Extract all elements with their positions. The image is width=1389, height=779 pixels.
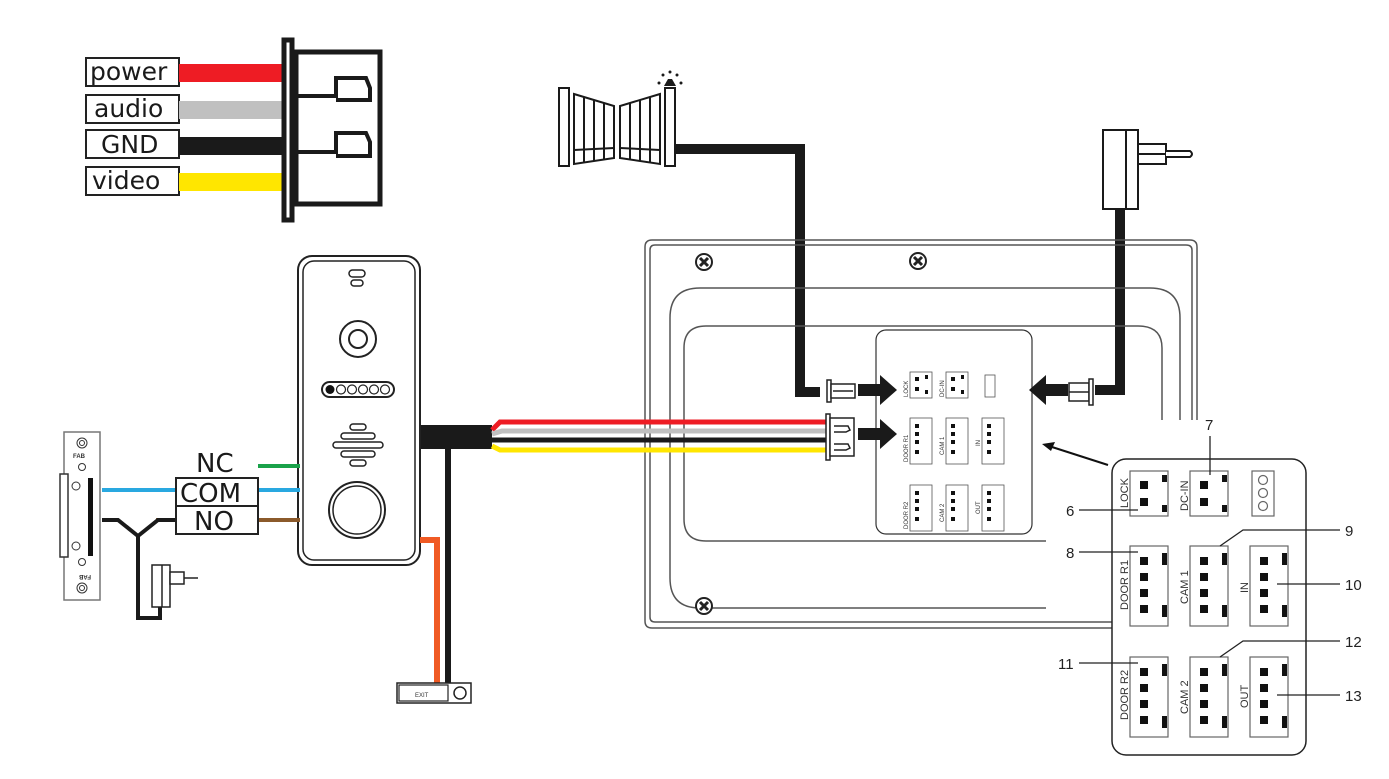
cable-sheath xyxy=(416,425,492,449)
exit-wire xyxy=(420,537,440,688)
legend-row-video: video xyxy=(85,166,282,196)
speaker-grille-icon xyxy=(332,423,384,467)
small-label-door-r1: DOOR R1 xyxy=(904,434,910,462)
pins-cam1 xyxy=(1200,553,1227,617)
pins-cam2 xyxy=(1200,664,1227,728)
detail-label-door-r1: DOOR R1 xyxy=(1119,560,1131,610)
callout-13: 13 xyxy=(1345,688,1362,705)
legend-label-box xyxy=(85,57,180,87)
wire-power xyxy=(179,64,282,82)
connector-door-r2 xyxy=(1129,656,1169,738)
small-label-cam1: CAM 1 xyxy=(940,436,946,455)
gate-icon xyxy=(558,87,676,167)
connector-door-r1 xyxy=(1129,545,1169,627)
callout-12: 12 xyxy=(1345,634,1362,651)
arrow-right-icon xyxy=(858,419,897,449)
gate-cable xyxy=(676,144,820,397)
legend-row-gnd: GND xyxy=(85,129,282,159)
plug-4pin-icon xyxy=(825,413,855,461)
small-label-door-r2: DOOR R2 xyxy=(904,501,910,529)
detail-label-lock: LOCK xyxy=(1119,477,1131,508)
legend-label-power: power xyxy=(90,57,168,86)
plug-2pin-icon xyxy=(1068,378,1094,406)
arrow-left-icon xyxy=(1029,375,1068,405)
callout-6: 6 xyxy=(1066,503,1074,520)
legend-label-audio: audio xyxy=(94,94,163,123)
detail-pointer-arrow xyxy=(1042,442,1109,466)
detail-label-out: OUT xyxy=(1239,685,1251,709)
screw-icon xyxy=(695,597,713,615)
screw-icon xyxy=(695,253,713,271)
lock-brand-bottom: FAB xyxy=(78,573,91,579)
label-no: NO xyxy=(194,507,234,537)
electric-lock-icon: FAB FAB xyxy=(59,431,101,601)
callout-10: 10 xyxy=(1345,577,1362,594)
legend-label-video: video xyxy=(92,166,160,195)
connector-cam1 xyxy=(1189,545,1229,627)
connector-cam2 xyxy=(1189,656,1229,738)
arrow-right-icon xyxy=(858,375,897,405)
plug-2pin-icon xyxy=(826,379,856,403)
monitor-back xyxy=(644,239,1198,629)
four-wire-cable xyxy=(490,419,828,453)
detail-label-door-r2: DOOR R2 xyxy=(1119,670,1131,720)
detail-label-dc-in: DC-IN xyxy=(1179,480,1191,511)
warning-light-icon xyxy=(657,70,683,86)
legend-label-box xyxy=(85,94,180,124)
detail-label-cam1: CAM 1 xyxy=(1179,570,1191,604)
connector-plug-icon xyxy=(281,37,383,223)
power-cable xyxy=(1095,209,1125,395)
wire-video xyxy=(179,173,282,191)
callout-lines xyxy=(1079,436,1340,696)
legend-row-audio: audio xyxy=(85,94,282,124)
wire-gnd xyxy=(179,137,282,155)
callout-8: 8 xyxy=(1066,545,1074,562)
wire-audio xyxy=(179,101,282,119)
insert-arrows xyxy=(858,375,1068,449)
callout-9: 9 xyxy=(1345,523,1353,540)
pins-door-r2 xyxy=(1140,664,1167,728)
label-nc: NC xyxy=(196,449,234,479)
wire-legend: power audio GND video xyxy=(85,37,383,223)
connector-dc-in xyxy=(1189,470,1229,517)
screw-icon xyxy=(909,252,927,270)
small-label-cam2: CAM 2 xyxy=(940,503,946,522)
exit-button-icon xyxy=(453,686,467,700)
lock-brand-top: FAB xyxy=(73,454,86,460)
lock-power-adapter-icon xyxy=(151,564,198,608)
exit-button: EXIT xyxy=(396,682,472,704)
callout-7: 7 xyxy=(1205,417,1213,434)
lock-power-wire xyxy=(102,518,176,539)
no-box xyxy=(175,505,259,535)
detail-label-in: IN xyxy=(1239,582,1251,593)
pins-door-r1 xyxy=(1140,553,1167,617)
detail-label-cam2: CAM 2 xyxy=(1179,680,1191,714)
exit-label: EXIT xyxy=(415,693,429,699)
connector-lock xyxy=(1129,470,1169,517)
small-label-lock: LOCK xyxy=(904,381,910,397)
legend-label-box xyxy=(85,129,180,159)
connector-in xyxy=(1249,545,1289,627)
legend-row-power: power xyxy=(85,57,282,87)
com-box xyxy=(175,477,259,507)
pins-in xyxy=(1260,553,1287,617)
detail-connector-panel: LOCK DC-IN DOOR R1 CAM 1 IN DOOR R2 CAM … xyxy=(1058,417,1362,756)
small-label-in: IN xyxy=(976,440,982,446)
label-com: COM xyxy=(180,479,241,509)
small-label-dc-in: DC-IN xyxy=(940,380,946,397)
small-label-out: OUT xyxy=(976,501,982,514)
outdoor-door-station xyxy=(297,255,421,566)
connector-out xyxy=(1249,656,1289,738)
callout-11: 11 xyxy=(1058,656,1074,673)
pins-out xyxy=(1260,664,1287,728)
monitor-connector-panel: LOCK DC-IN DOOR R1 CAM 1 IN DOOR R2 CAM … xyxy=(875,329,1033,535)
legend-label-gnd: GND xyxy=(101,130,158,159)
power-adapter-icon xyxy=(1102,129,1193,210)
